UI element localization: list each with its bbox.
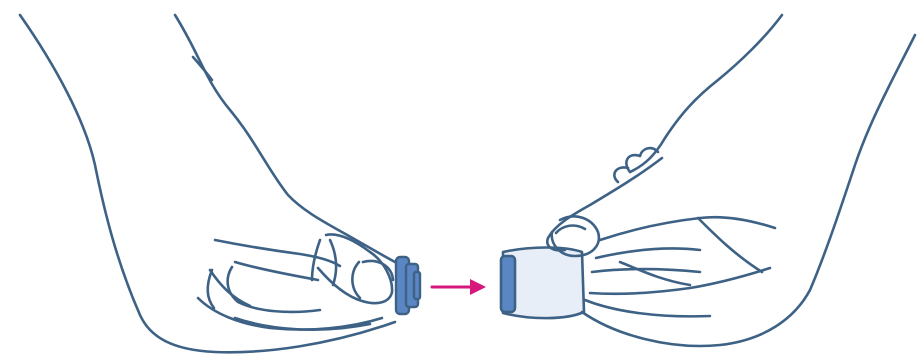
cap-icon	[499, 246, 586, 320]
spout-icon	[394, 255, 422, 316]
right-hand-icon	[546, 13, 917, 348]
left-hand-icon	[18, 13, 397, 354]
arrow-right-icon	[430, 279, 486, 295]
